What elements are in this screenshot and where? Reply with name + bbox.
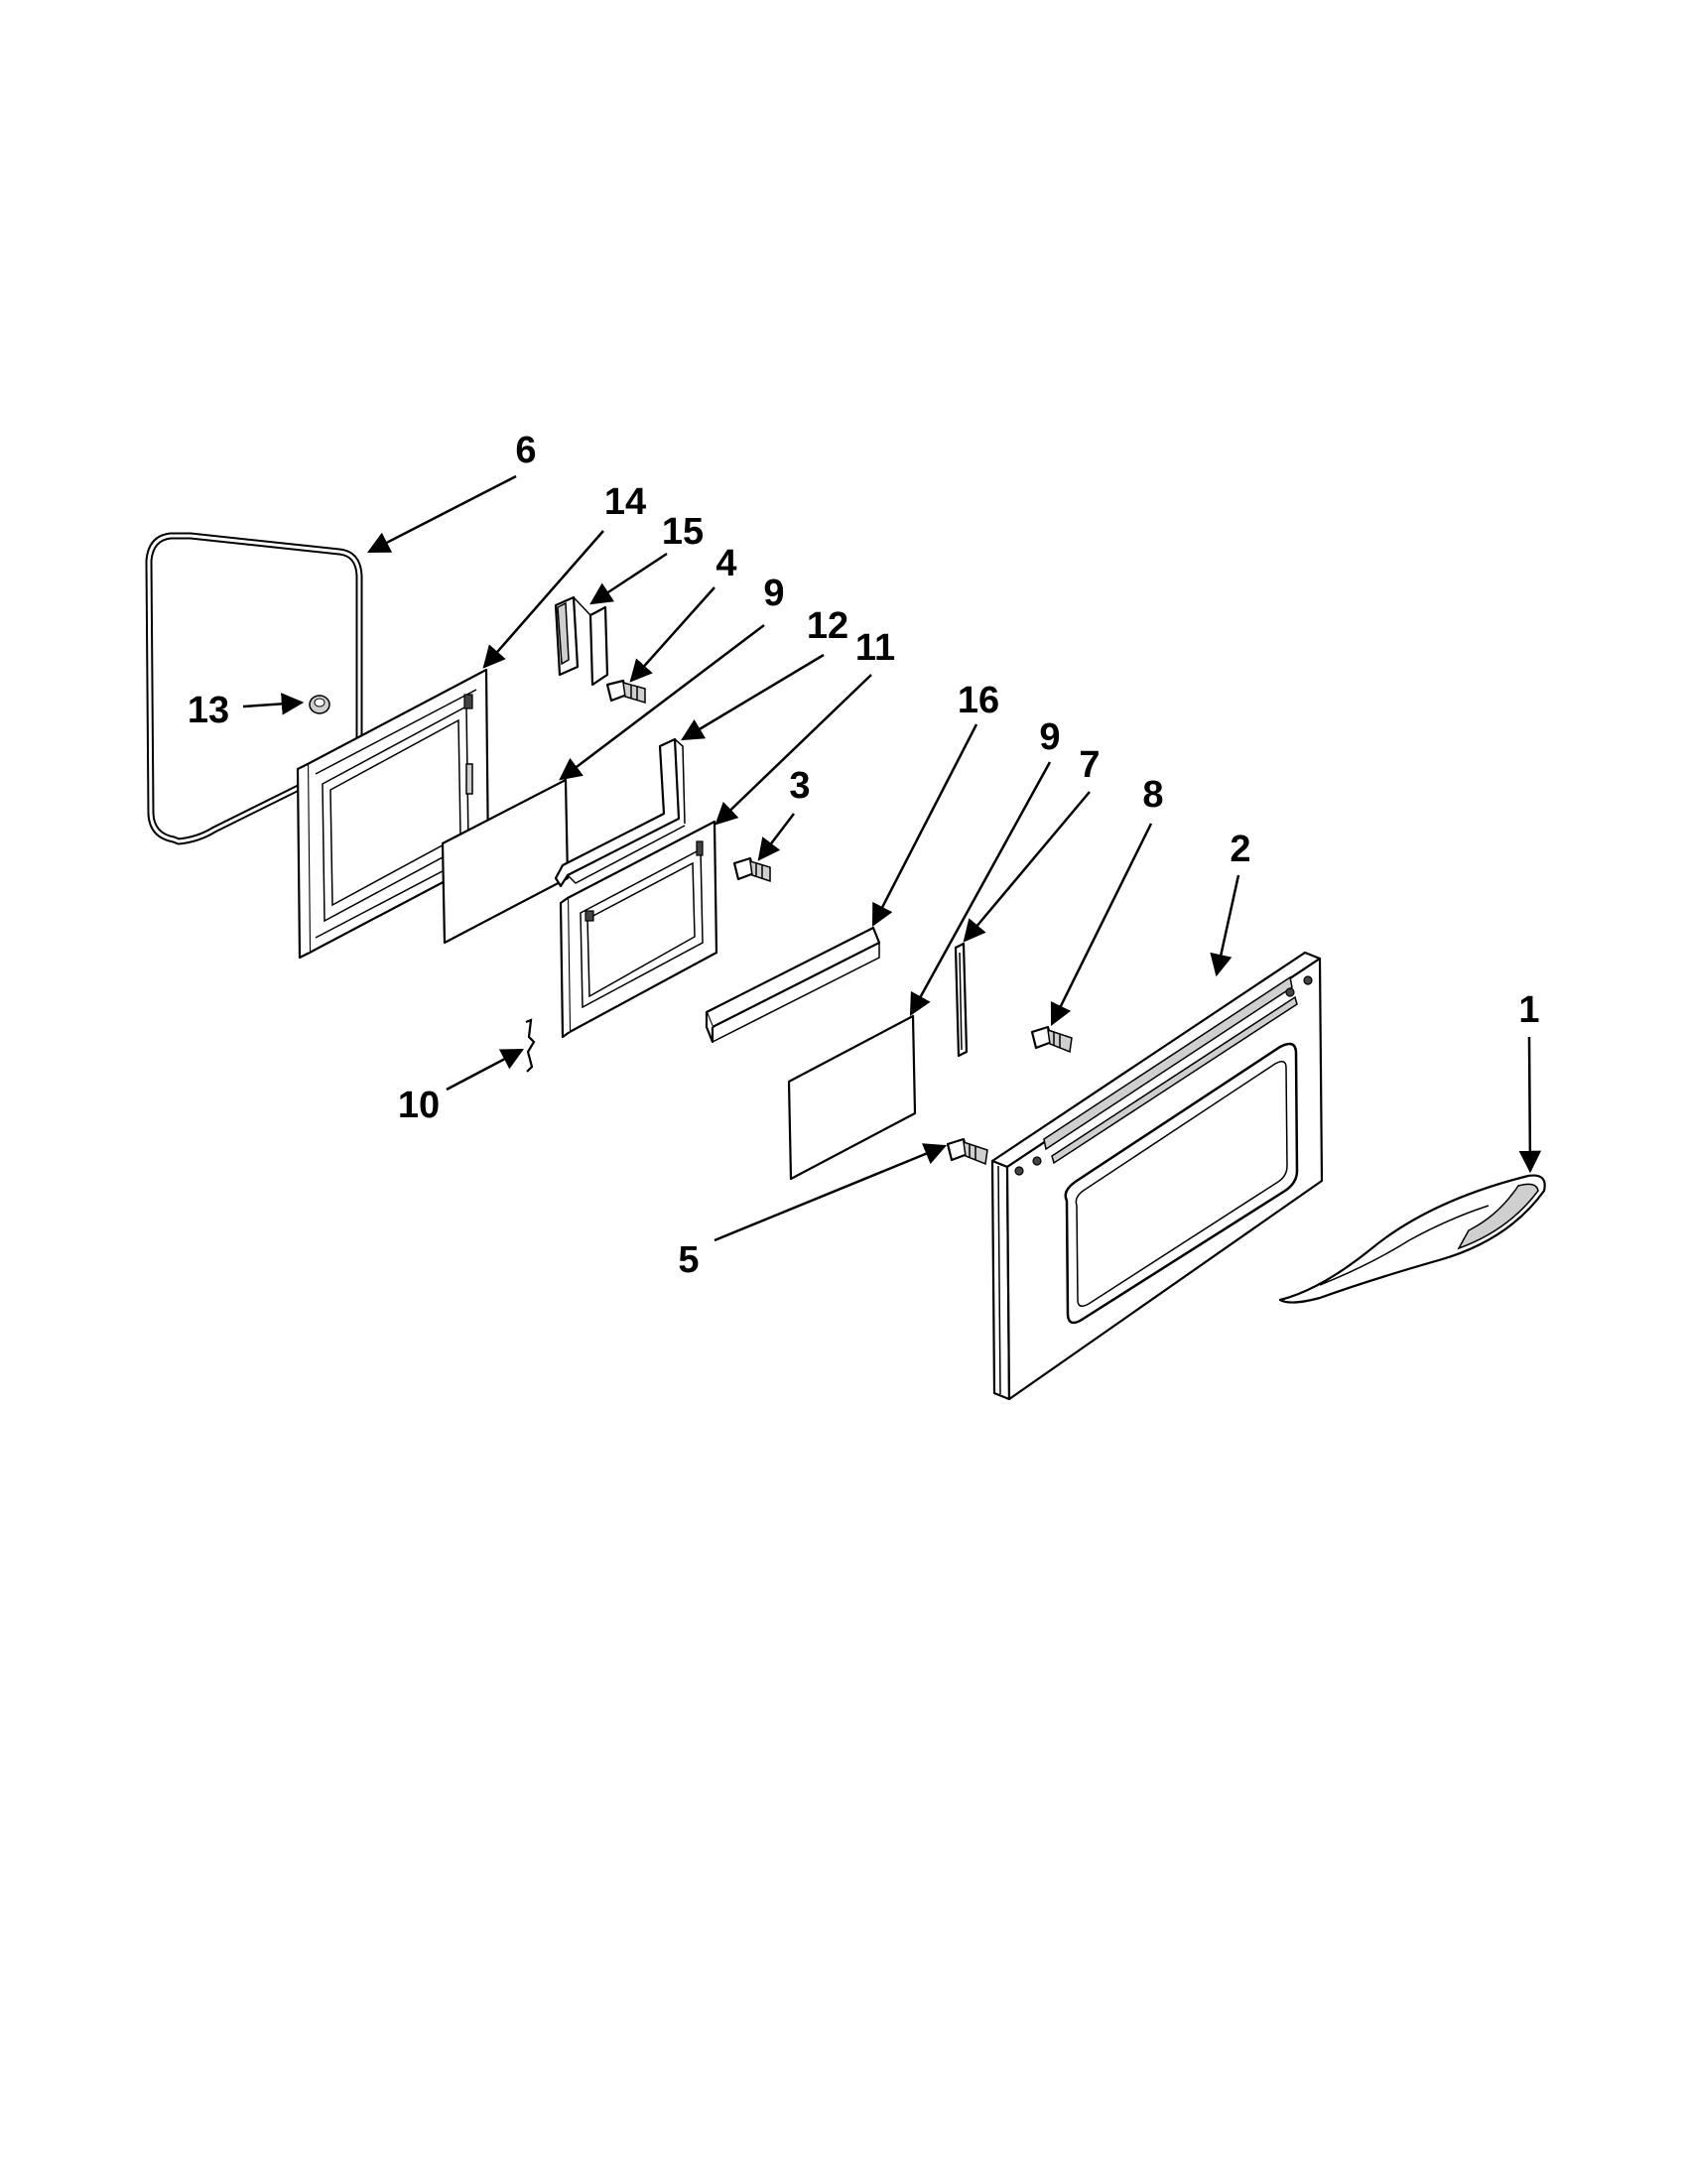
part-4-screw [605,679,646,705]
part-9-glass-pane-outer [787,1014,917,1181]
leader-lines [242,474,1542,1242]
part-13-grommet [309,695,330,714]
part-3-screw [732,856,771,883]
leader-14 [482,530,604,669]
part-11-middle-door-frame [559,820,718,1039]
callout-11: 11 [855,627,895,669]
part-5-screw [946,1137,988,1166]
callout-6: 6 [515,430,536,471]
leader-15 [589,552,668,605]
leader-1 [1518,1036,1542,1174]
leader-5 [714,1143,948,1242]
leader-8 [1050,823,1153,1027]
callout-9a: 9 [763,573,784,614]
leader-11 [714,674,872,826]
callout-13: 13 [188,690,229,731]
callout-1: 1 [1518,989,1539,1031]
leader-10 [446,1048,524,1092]
leader-16 [871,723,978,928]
part-7-vertical-strip [954,942,969,1058]
leader-12 [681,653,825,741]
leader-2 [1210,874,1240,977]
leader-13 [242,693,305,715]
callout-8: 8 [1142,774,1163,816]
leader-7 [963,791,1091,943]
callout-5: 5 [678,1239,699,1281]
callout-16: 16 [958,680,999,721]
callout-4: 4 [715,543,736,584]
part-10-spring-clip [525,1018,536,1073]
callout-7: 7 [1079,744,1100,786]
part-15-hinge-bracket [554,595,609,687]
leader-9b [909,761,1052,1016]
part-2-outer-door-panel [990,951,1324,1401]
part-9-glass-pane-inner [441,778,570,945]
callout-labels: 6 14 15 4 9 12 11 13 3 16 9 7 8 2 1 10 5 [188,430,1540,1281]
part-16-trim-strip [705,926,881,1044]
callout-3: 3 [789,765,810,807]
part-12-insulation-channel [554,737,686,888]
callout-12: 12 [807,605,848,647]
callout-10: 10 [398,1085,440,1126]
callout-14: 14 [604,481,646,523]
callout-15: 15 [662,511,704,553]
leader-4 [629,586,715,683]
callout-2: 2 [1230,829,1250,870]
callout-9b: 9 [1039,716,1060,758]
part-1-door-handle [1278,1174,1546,1304]
part-8-screw [1030,1025,1073,1054]
leader-9a [559,624,765,781]
leader-3 [757,813,795,861]
leader-6 [366,474,517,554]
